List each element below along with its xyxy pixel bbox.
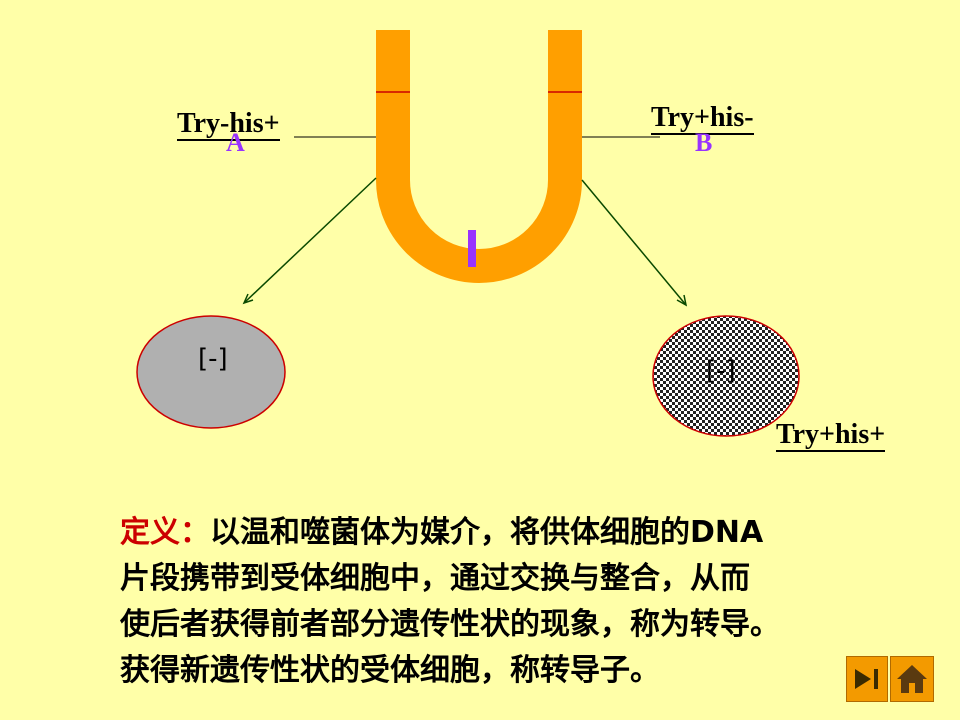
donor-strain-label: A: [226, 128, 245, 157]
definition-key: 定义：: [120, 515, 210, 550]
next-end-icon: [855, 669, 878, 689]
definition-line-1-text: 以温和噬菌体为媒介，将供体细胞的DNA: [210, 515, 764, 550]
u-tube: [376, 30, 582, 283]
arrow-left: [242, 177, 377, 305]
cell-right-label: [-]: [706, 356, 736, 386]
home-button[interactable]: [890, 656, 934, 702]
definition-line-3: 使后者获得前者部分遗传性状的现象，称为转导。: [120, 607, 780, 642]
next-end-button[interactable]: [846, 656, 888, 702]
definition-line-2: 片段携带到受体细胞中，通过交换与整合，从而: [120, 561, 750, 596]
definition-line-4: 获得新遗传性状的受体细胞，称转导子。: [120, 653, 660, 688]
arrow-right: [581, 179, 688, 307]
definition-text: 定义：以温和噬菌体为媒介，将供体细胞的DNA 片段携带到受体细胞中，通过交换与整…: [120, 510, 940, 694]
cell-left-label: [-]: [198, 344, 228, 374]
filter-membrane: [468, 230, 476, 267]
recipient-strain-label: B: [695, 128, 713, 157]
definition-line-1: 定义：以温和噬菌体为媒介，将供体细胞的DNA: [120, 510, 940, 556]
transductant-genotype-label: Try+his+: [776, 419, 886, 452]
cell-right: [652, 315, 800, 437]
cell-left: [136, 315, 286, 429]
recipient-genotype-label: Try+his-: [651, 102, 754, 135]
home-icon: [897, 665, 927, 693]
donor-genotype-label: Try-his+: [177, 108, 280, 141]
